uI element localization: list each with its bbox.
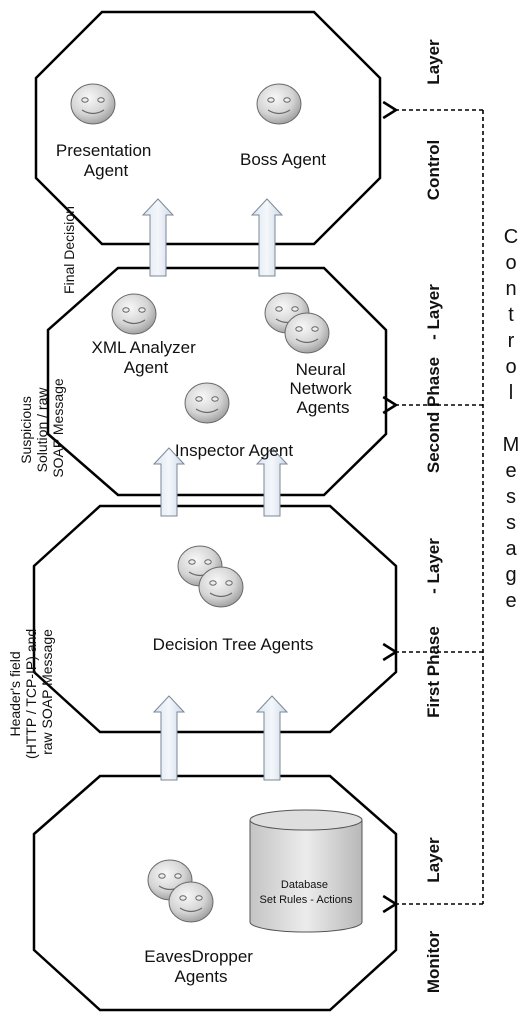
svg-text:l: l [509, 382, 513, 404]
final-decision-label: Final Decision [61, 206, 77, 294]
up-arrow-icon [152, 447, 186, 517]
boss-agent-label: Boss Agent [240, 150, 326, 169]
svg-text:o: o [505, 356, 516, 378]
svg-text:r: r [508, 330, 515, 352]
control-layer-name: Control [424, 140, 443, 200]
up-arrow-icon [255, 695, 289, 781]
xml-analyzer-agent-label: XML Analyzer Agent [92, 338, 201, 377]
suspicious-solution-label: Suspicious Solution / raw SOAP Message [18, 378, 66, 478]
header-field-label: Header's field (HTTP / TCP-IP) and raw S… [7, 625, 55, 759]
arrows-first-to-second [152, 447, 289, 517]
arrows-monitor-to-first [152, 695, 289, 781]
svg-text:g: g [505, 564, 516, 586]
monitor-layer-name: Monitor [424, 930, 443, 993]
up-arrow-icon [255, 447, 289, 517]
up-arrow-icon [152, 695, 186, 781]
control-layer-suffix: Layer [424, 39, 443, 85]
first-phase-layer-suffix: - Layer [424, 538, 443, 594]
svg-text:o: o [505, 252, 516, 274]
svg-text:s: s [506, 512, 516, 534]
control-message-connector [382, 100, 484, 914]
svg-text:M: M [503, 434, 520, 456]
svg-text:e: e [505, 460, 516, 482]
inspector-agent-label: Inspector Agent [175, 441, 293, 460]
up-arrow-icon [141, 198, 175, 277]
database-cylinder-icon [249, 809, 363, 933]
svg-text:t: t [508, 304, 514, 326]
control-layer-octagon [34, 10, 382, 246]
svg-text:e: e [505, 590, 516, 612]
svg-text:a: a [505, 538, 517, 560]
presentation-agent-label: Presentation Agent [56, 141, 156, 180]
svg-text:C: C [504, 226, 518, 248]
decision-tree-agents-label: Decision Tree Agents [153, 635, 314, 654]
up-arrow-icon [250, 198, 284, 277]
second-phase-layer-name: Second Phase [424, 357, 443, 473]
database-label: Database Set Rules - Actions [260, 879, 353, 906]
inspector-agent-icon [184, 382, 230, 424]
monitor-layer-suffix: Layer [424, 837, 443, 883]
presentation-agent-icon [70, 83, 116, 125]
arrows-second-to-control [141, 198, 284, 277]
first-phase-layer-name: First Phase [424, 626, 443, 718]
svg-text:n: n [505, 278, 516, 300]
second-phase-layer-suffix: - Layer [424, 284, 443, 340]
first-phase-layer-octagon [32, 504, 398, 734]
control-message-label: C o n t r o l M e s s a g e [503, 226, 520, 612]
xml-analyzer-agent-icon [111, 293, 157, 335]
boss-agent-icon [256, 83, 302, 125]
neural-network-agents-label: Neural Network Agents [289, 360, 356, 417]
eavesdropper-agents-label: EavesDropper Agents [144, 947, 257, 986]
svg-text:s: s [506, 486, 516, 508]
